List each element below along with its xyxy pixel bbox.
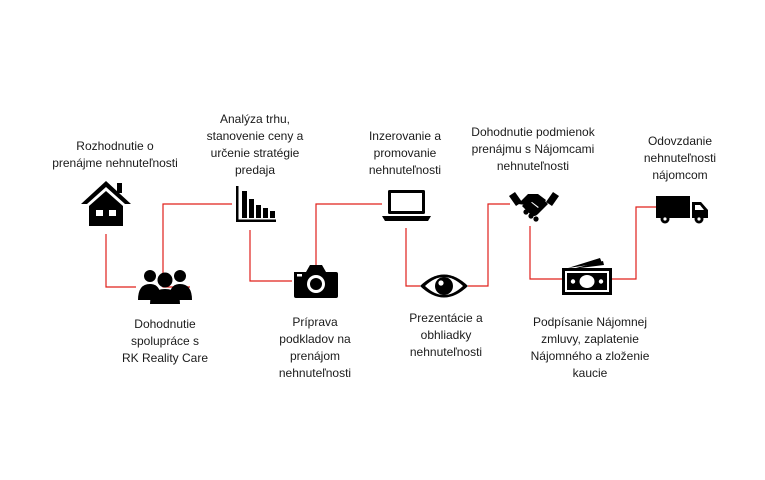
people-group-icon [138,270,192,304]
handshake-icon [509,192,559,222]
step-label-cooperation: Dohodnutie spolupráce s RK Reality Care [121,317,209,365]
eye-icon [420,274,468,298]
house-icon [81,181,131,226]
step-label-market-analysis: Analýza trhu, stanovenie ceny a určenie … [206,112,304,177]
step-label-advertising: Inzerovanie a promovanie nehnuteľnosti [368,129,442,177]
step-label-conditions: Dohodnutie podmienok prenájmu s Nájomcam… [471,125,595,173]
step-label-decision: Rozhodnutie o prenájme nehnuteľnosti [52,139,178,170]
bar-chart-icon [236,186,276,222]
process-connector-line [105,203,656,288]
step-label-handover: Odovzdanie nehnuteľnosti nájomcom [643,134,717,182]
step-label-presentations: Prezentácie a obhliadky nehnuteľnosti [409,311,483,359]
step-label-preparation: Príprava podkladov na prenájom nehnuteľn… [278,315,352,380]
laptop-icon [382,190,431,221]
money-icon [562,258,612,295]
truck-icon [656,196,708,224]
step-label-contract: Podpísanie Nájomnej zmluvy, zaplatenie N… [530,315,650,380]
camera-icon [294,265,338,298]
